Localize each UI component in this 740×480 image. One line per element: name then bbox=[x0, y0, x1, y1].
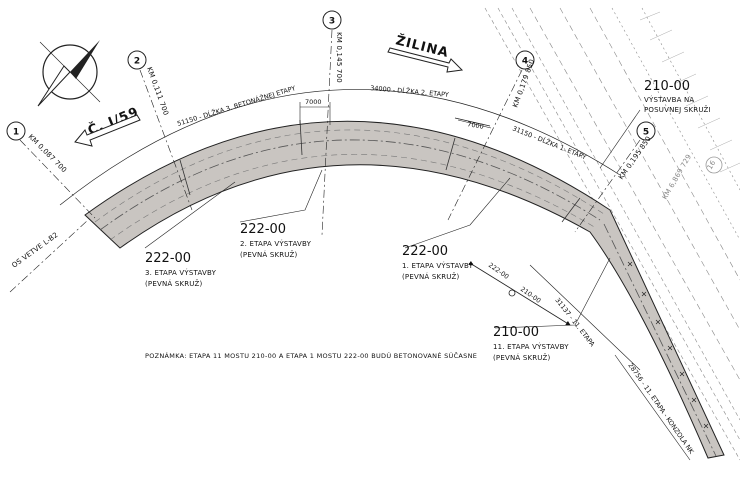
os-vetve-label: OS VETVE L-B2 bbox=[10, 231, 59, 270]
svg-text:210-00: 210-00 bbox=[644, 79, 690, 94]
note-text: POZNÁMKA: ETAPA 11 MOSTU 210-00 A ETAPA … bbox=[145, 351, 477, 360]
label-210-stage11: 210-00 11. ETAPA VÝSTAVBY (PEVNÁ SKRUŽ) bbox=[493, 325, 569, 362]
svg-text:(PEVNÁ SKRUŽ): (PEVNÁ SKRUŽ) bbox=[145, 279, 203, 288]
axis-bubble-5: 5 KM 0,195 850 bbox=[617, 121, 656, 181]
dim-len3: 51150 - DĹŽKA 3. BETONÁŽNEJ ETAPY bbox=[176, 83, 297, 128]
svg-text:VÝSTAVBA NA: VÝSTAVBA NA bbox=[644, 95, 694, 104]
label-222-stage3: 222-00 3. ETAPA VÝSTAVBY (PEVNÁ SKRUŽ) bbox=[145, 251, 217, 288]
rail-km-marker: KM 6,869 729 16 bbox=[661, 153, 723, 201]
axis-km-2: KM 0,111 700 bbox=[145, 66, 170, 117]
dim-len1: 31150 - DĹŽKA 1. ETAPY bbox=[511, 124, 588, 162]
axis-num-1: 1 bbox=[13, 128, 19, 138]
label-210-top: 210-00 VÝSTAVBA NA POSUVNEJ SKRUŽI bbox=[644, 79, 711, 114]
label-222-stage1: 222-00 1. ETAPA VÝSTAVBY (PEVNÁ SKRUŽ) bbox=[402, 244, 474, 281]
svg-text:1. ETAPA VÝSTAVBY: 1. ETAPA VÝSTAVBY bbox=[402, 261, 474, 270]
os-vetve-line bbox=[9, 219, 89, 293]
axis-num-2: 2 bbox=[134, 57, 140, 67]
section-cut: 222-00 210-00 bbox=[468, 260, 571, 326]
svg-text:11. ETAPA VÝSTAVBY: 11. ETAPA VÝSTAVBY bbox=[493, 342, 569, 351]
svg-text:(PEVNÁ SKRUŽ): (PEVNÁ SKRUŽ) bbox=[402, 272, 460, 281]
axis-num-4: 4 bbox=[522, 57, 528, 67]
dimension-arc bbox=[59, 89, 621, 206]
axis-km-3: KM 0,145 700 bbox=[335, 32, 343, 83]
axis-bubble-3: 3 KM 0,145 700 bbox=[322, 10, 343, 83]
direction-c159: Č. I/59 bbox=[74, 104, 141, 147]
north-arrow-icon bbox=[37, 40, 101, 107]
dim-len2: 34000 - DĹŽKA 2. ETAPY bbox=[370, 83, 449, 99]
svg-text:2. ETAPA VÝSTAVBY: 2. ETAPA VÝSTAVBY bbox=[240, 239, 312, 248]
svg-text:222-00: 222-00 bbox=[145, 251, 191, 266]
svg-text:210-00: 210-00 bbox=[493, 325, 539, 340]
svg-text:3. ETAPA VÝSTAVBY: 3. ETAPA VÝSTAVBY bbox=[145, 268, 217, 277]
bridge-deck bbox=[84, 119, 725, 459]
dim-gap2: 7000 bbox=[467, 120, 485, 131]
axis-num-3: 3 bbox=[329, 17, 335, 27]
svg-text:210-00: 210-00 bbox=[519, 285, 542, 305]
svg-text:222-00: 222-00 bbox=[240, 222, 286, 237]
dim-gap1: 7000 bbox=[305, 98, 322, 106]
svg-text:222-00: 222-00 bbox=[402, 244, 448, 259]
edge-cross-marks bbox=[627, 261, 709, 429]
svg-text:(PEVNÁ SKRUŽ): (PEVNÁ SKRUŽ) bbox=[240, 250, 298, 259]
svg-text:KM 6,869 729: KM 6,869 729 bbox=[661, 153, 693, 201]
leader-lines bbox=[144, 109, 641, 329]
railway-ties bbox=[639, 11, 740, 173]
direction-zilina: ŽILINA bbox=[387, 32, 464, 73]
axis-num-5: 5 bbox=[643, 128, 649, 138]
svg-text:222-00: 222-00 bbox=[487, 261, 510, 281]
axis-bubble-1: 1 KM 0,087 700 bbox=[6, 121, 68, 174]
axis-bubble-4: 4 KM 0,179 850 bbox=[511, 50, 536, 109]
label-222-stage2: 222-00 2. ETAPA VÝSTAVBY (PEVNÁ SKRUŽ) bbox=[240, 222, 312, 259]
axis-lines bbox=[19, 29, 641, 236]
svg-text:POSUVNEJ SKRUŽI: POSUVNEJ SKRUŽI bbox=[644, 105, 711, 114]
svg-text:16: 16 bbox=[706, 159, 718, 171]
svg-text:(PEVNÁ SKRUŽ): (PEVNÁ SKRUŽ) bbox=[493, 353, 551, 362]
